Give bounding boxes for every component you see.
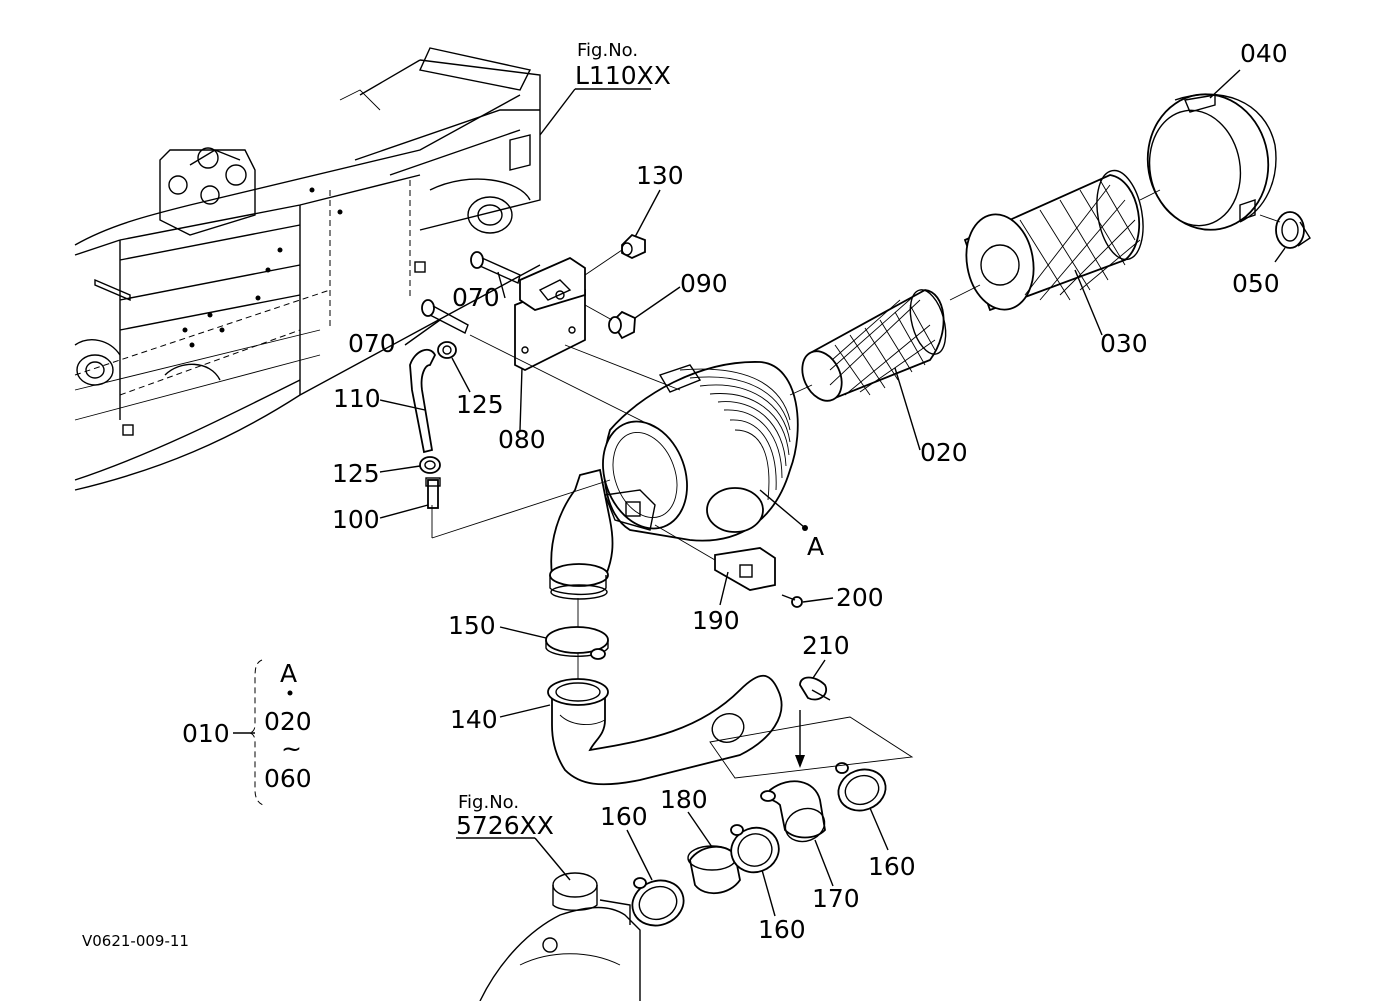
hose-170 [760,780,826,843]
point-a-marker [802,525,808,531]
fig-ref-bottom-code: 5726XX [456,811,554,840]
callout-180: 180 [660,785,708,814]
callout-020: 020 [920,438,968,467]
callout-150: 150 [448,611,496,640]
clamp-150 [545,626,609,660]
assembly-line3: ~ [281,734,302,763]
callout-160-b: 160 [758,915,806,944]
point-a-label: A [807,532,824,561]
inlet-elbow [549,468,614,600]
assembly-line4: 060 [264,764,312,793]
clamp-160-c [835,762,887,812]
drawing-id: V0621-009-11 [82,932,189,950]
bracket-080 [514,256,586,372]
leader-lines [233,69,1286,917]
callout-140: 140 [450,705,498,734]
bolt-070-upper [470,251,521,284]
air-cleaner-body [602,361,799,542]
clamp-160-a [631,877,685,927]
callout-160-c: 160 [868,852,916,881]
part-130 [621,233,646,259]
fig-ref-top-heading: Fig.No. [577,40,638,61]
cover-040 [1146,93,1277,231]
callout-070-lower: 070 [348,329,396,358]
part-090 [608,310,636,340]
assembly-line1: A [280,659,297,688]
callout-125-upper: 125 [456,390,504,419]
assembly-line2: 020 [264,707,312,736]
callout-110: 110 [333,384,381,413]
inner-filter-020 [801,289,947,402]
outer-filter-030 [963,169,1144,312]
engine-fragment [479,872,641,1001]
labels: Fig.No. L110XX 040 130 090 050 070 070 0… [82,39,1288,950]
assembly-dot [287,690,293,696]
valve-050 [1275,211,1311,249]
callout-125-lower: 125 [332,459,380,488]
callout-090: 090 [680,269,728,298]
bracket-190 [714,547,776,591]
clip-210 [799,676,831,701]
fig-ref-top-code: L110XX [575,61,671,90]
callout-200: 200 [836,583,884,612]
fig-ref-bottom-heading: Fig.No. [458,792,519,813]
bolt-070-lower [421,299,469,334]
clamp-125-lower [419,456,441,474]
bolt-200 [781,594,803,608]
clamp-125-upper [437,341,457,359]
hose-140 [547,674,783,786]
callout-100: 100 [332,505,380,534]
callout-050: 050 [1232,269,1280,298]
callout-080: 080 [498,425,546,454]
callout-070-upper: 070 [452,283,500,312]
hose-110 [409,348,437,454]
callout-030: 030 [1100,329,1148,358]
assembly-number: 010 [182,719,230,748]
callout-190: 190 [692,606,740,635]
clamp-160-b [730,824,780,874]
callout-160-a: 160 [600,802,648,831]
callout-210: 210 [802,631,850,660]
frame-structure [74,47,541,491]
callout-170: 170 [812,884,860,913]
callout-040: 040 [1240,39,1288,68]
sensor-100 [425,477,441,509]
callout-130: 130 [636,161,684,190]
